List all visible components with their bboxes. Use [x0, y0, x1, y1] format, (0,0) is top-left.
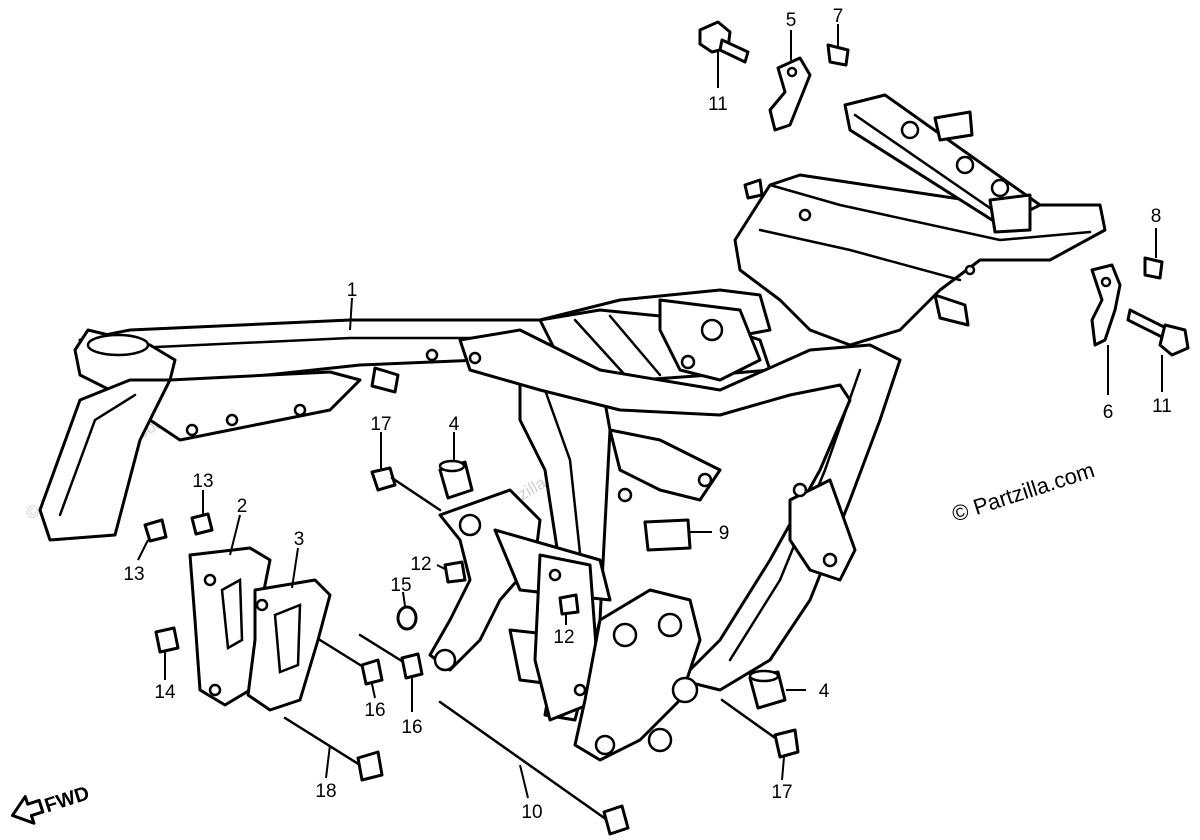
washer-15 [396, 605, 418, 631]
callout-17: 17 [370, 414, 391, 435]
bracket-5 [768, 56, 812, 132]
rubber-bushing-4-right [748, 669, 787, 710]
callout-2: 2 [237, 496, 248, 517]
nut-12-left [443, 560, 467, 584]
callout-9: 9 [719, 523, 730, 544]
fwd-label: FWD [42, 782, 92, 817]
plate-3 [246, 578, 332, 712]
callout-5: 5 [786, 10, 797, 31]
nut-13-left [143, 518, 168, 543]
nut-13-top [190, 512, 214, 536]
callout-13: 13 [192, 471, 213, 492]
callout-12: 12 [410, 554, 431, 575]
clip-8 [1143, 256, 1164, 280]
callout-12: 12 [553, 627, 574, 648]
bolt-16-right [358, 633, 424, 680]
callout-8: 8 [1151, 206, 1162, 227]
callout-16: 16 [401, 717, 422, 738]
callout-7: 7 [833, 6, 844, 27]
bolt-18 [283, 716, 384, 782]
callout-4: 4 [819, 681, 830, 702]
bolt-11-right [1126, 308, 1190, 357]
callout-1: 1 [347, 280, 358, 301]
callout-17: 17 [771, 782, 792, 803]
rubber-bushing-4-top [438, 459, 474, 500]
through-bolt-10 [438, 700, 630, 836]
fwd-arrow-icon [10, 795, 45, 825]
nut-14 [154, 626, 180, 654]
bolt-16-left [318, 638, 384, 686]
callout-10: 10 [521, 802, 542, 823]
leader-lines [137, 24, 1163, 799]
bolt-11-top [698, 20, 750, 64]
collar-9 [643, 518, 692, 552]
callout-18: 18 [315, 781, 336, 802]
callout-13: 13 [123, 564, 144, 585]
callout-16: 16 [364, 700, 385, 721]
nut-12-center [558, 593, 580, 616]
bolt-17-right [720, 698, 800, 759]
callout-11: 11 [708, 94, 728, 115]
callout-11: 11 [1152, 396, 1172, 417]
clip-7 [826, 43, 850, 67]
frame-assembly [38, 93, 1107, 762]
callout-6: 6 [1103, 402, 1114, 423]
copyright-text: © Partzilla.com [949, 457, 1098, 527]
callout-15: 15 [390, 575, 411, 596]
forward-direction-indicator: FWD [10, 782, 92, 825]
callout-14: 14 [154, 682, 176, 703]
callout-4: 4 [449, 414, 460, 435]
bolt-17-top [370, 466, 442, 512]
callout-3: 3 [294, 529, 305, 550]
bracket-6 [1090, 263, 1122, 347]
callout-labels: 1 2 3 4 4 5 6 7 8 9 10 11 11 12 12 13 13… [123, 6, 1171, 823]
